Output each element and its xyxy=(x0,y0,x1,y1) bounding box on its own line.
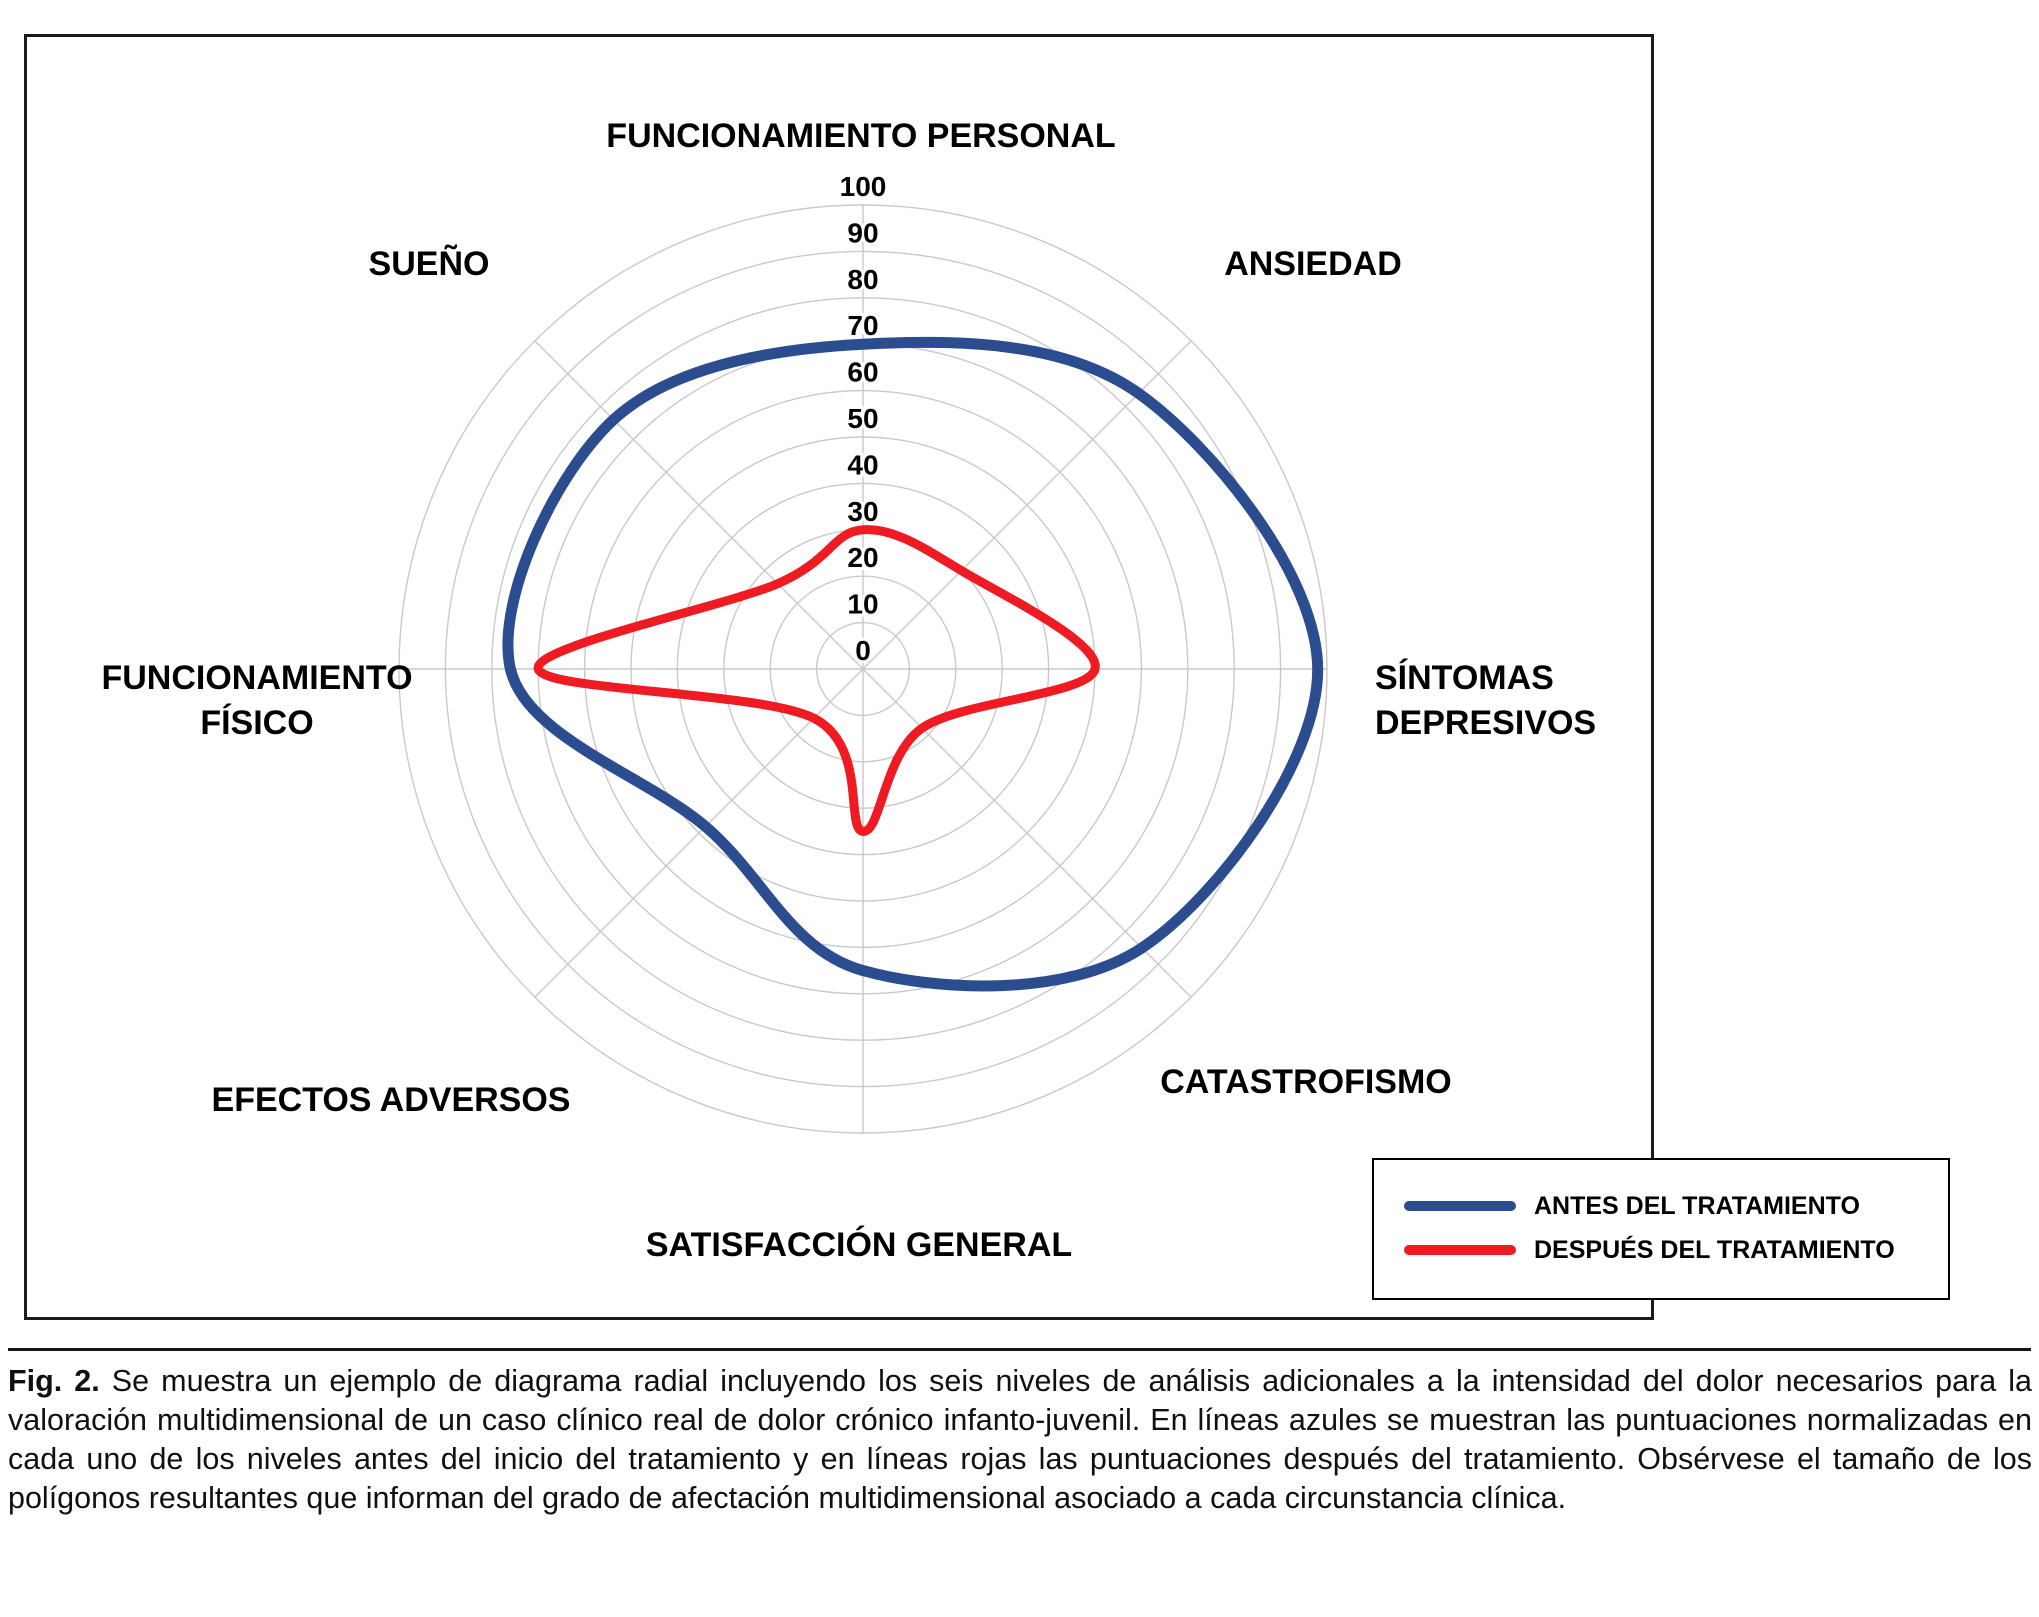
legend-line-antes-icon xyxy=(1404,1201,1516,1211)
axis-label-funcionamiento-personal: FUNCIONAMIENTO PERSONAL xyxy=(606,117,1115,155)
radial-tick-label: 90 xyxy=(847,217,878,248)
grid-spoke xyxy=(534,340,864,670)
grid-spoke xyxy=(862,668,1192,998)
legend-label-antes: ANTES DEL TRATAMIENTO xyxy=(1534,1191,1860,1220)
radial-tick-label: 60 xyxy=(847,357,878,388)
radar-series xyxy=(502,336,1324,992)
series-line-antes xyxy=(502,336,1324,992)
legend-label-despues: DESPUÉS DEL TRATAMIENTO xyxy=(1534,1235,1895,1264)
radar-tick-labels: 0 10 20 30 40 50 60 70 80 90 100 xyxy=(837,168,890,669)
figure-caption: Fig. 2. Se muestra un ejemplo de diagram… xyxy=(8,1362,2032,1518)
radar-chart: 0 10 20 30 40 50 60 70 80 90 100 FUNCIONAMIENTO PE… xyxy=(101,117,1596,1264)
axis-label-satisfaccion-general: SATISFACCIÓN GENERAL xyxy=(646,1226,1072,1264)
grid-spoke xyxy=(534,668,864,998)
caption-divider xyxy=(8,1348,2031,1351)
series-line-despues xyxy=(533,525,1100,836)
axis-label-ansiedad: ANSIEDAD xyxy=(1224,245,1402,283)
radial-tick-label: 30 xyxy=(847,496,878,527)
radial-tick-label: 50 xyxy=(847,403,878,434)
figure-panel: 0 10 20 30 40 50 60 70 80 90 100 FUNCIONAMIENTO PE… xyxy=(24,34,1654,1320)
radial-tick-label: 20 xyxy=(847,542,878,573)
axis-label-sueno: SUEÑO xyxy=(369,245,490,283)
radial-tick-label: 80 xyxy=(847,264,878,295)
radar-grid xyxy=(398,204,1328,1134)
legend: ANTES DEL TRATAMIENTO DESPUÉS DEL TRATAM… xyxy=(1372,1158,1950,1300)
axis-label-sintomas-depresivos-line1: SÍNTOMAS xyxy=(1375,659,1554,697)
axis-label-efectos-adversos: EFECTOS ADVERSOS xyxy=(212,1081,571,1119)
radial-tick-label: 40 xyxy=(847,449,878,480)
legend-item-antes: ANTES DEL TRATAMIENTO xyxy=(1404,1184,1948,1228)
axis-label-funcionamiento-fisico-line1: FUNCIONAMIENTO xyxy=(101,659,412,697)
axis-label-sintomas-depresivos-line2: DEPRESIVOS xyxy=(1375,704,1596,742)
axis-label-funcionamiento-fisico-line2: FÍSICO xyxy=(200,704,313,742)
radial-tick-label: 100 xyxy=(840,171,887,202)
radial-tick-label: 70 xyxy=(847,310,878,341)
axis-label-catastrofismo: CATASTROFISMO xyxy=(1160,1063,1452,1101)
legend-item-despues: DESPUÉS DEL TRATAMIENTO xyxy=(1404,1228,1948,1272)
figure-number: Fig. 2. xyxy=(8,1364,100,1398)
figure-caption-text: Se muestra un ejemplo de diagrama radial… xyxy=(8,1364,2032,1515)
radial-tick-label: 0 xyxy=(855,635,871,666)
legend-line-despues-icon xyxy=(1404,1245,1516,1255)
radar-axis-labels: FUNCIONAMIENTO PERSONAL SUEÑO ANSIEDAD F… xyxy=(101,117,1596,1264)
radial-tick-label: 10 xyxy=(847,589,878,620)
